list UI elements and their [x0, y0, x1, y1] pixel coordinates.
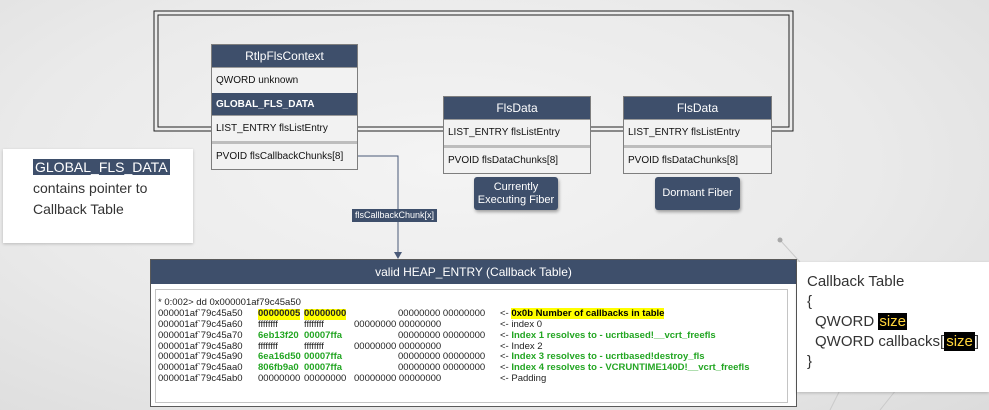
memory-address: 000001af`79c45a80 — [158, 340, 243, 352]
arrow-head — [394, 252, 402, 259]
memory-value: 00000000 — [304, 373, 347, 385]
memory-value: 00007ffa — [304, 329, 343, 341]
memory-value: 00000000 — [258, 373, 301, 385]
current-fiber-text: Currently Executing Fiber — [477, 180, 555, 206]
fls-data-dormant-title: FlsData — [624, 97, 771, 119]
memory-line: 000001af`79c45ab0 00000000 00000000 0000… — [158, 373, 787, 385]
field-fls-list-entry: LIST_ENTRY flsListEntry — [212, 115, 357, 141]
size-highlight: size — [944, 332, 975, 351]
field-fls-data-chunks: PVOID flsDataChunks[8] — [444, 145, 590, 173]
memory-value: 00000000 00000000 — [354, 373, 442, 385]
heap-entry-title: valid HEAP_ENTRY (Callback Table) — [151, 260, 796, 284]
field-type: QWORD callbacks[ — [815, 333, 945, 350]
field-fls-data-chunks: PVOID flsDataChunks[8] — [624, 145, 771, 173]
currently-executing-fiber-label: Currently Executing Fiber — [474, 177, 558, 210]
global-fls-data-note: GLOBAL_FLS_DATA contains pointer to Call… — [3, 149, 193, 243]
memory-value-count: 00000005 — [258, 307, 301, 320]
memory-comment: <- index 0 — [500, 318, 542, 330]
memory-comment: <- Index 2 — [500, 340, 543, 352]
field-global-fls-data: GLOBAL_FLS_DATA — [212, 93, 357, 115]
memory-value: ffffffff — [258, 340, 278, 352]
memory-line: 000001af`79c45a60 ffffffff ffffffff 0000… — [158, 318, 787, 331]
callback-chunk-arrow — [357, 155, 399, 253]
memory-address: 000001af`79c45a70 — [158, 329, 243, 341]
memory-value: 00000000 00000000 — [354, 340, 442, 352]
memory-line: 000001af`79c45a90 6ea16d50 00007ffa 0000… — [158, 352, 787, 363]
memory-value: 00000000 00000000 — [398, 329, 486, 341]
open-brace: { — [807, 293, 813, 310]
field-fls-callback-chunks: PVOID flsCallbackChunks[8] — [212, 141, 357, 169]
field-type: QWORD — [815, 313, 879, 330]
close-brace: } — [807, 353, 813, 370]
memory-value: 806fb9a0 — [258, 362, 299, 374]
note-highlight: GLOBAL_FLS_DATA — [33, 159, 170, 175]
memory-value: 00007ffa — [304, 362, 343, 374]
debugger-command: * 0:002> dd 0x000001af79c45a50 — [158, 297, 301, 308]
memory-address: 000001af`79c45a90 — [158, 351, 243, 363]
dormant-fiber-text: Dormant Fiber — [662, 187, 733, 199]
callbacks-field-line: QWORD callbacks[size] — [807, 332, 989, 352]
size-field-line: QWORD size — [807, 312, 989, 332]
memory-line: 000001af`79c45a70 6eb13f20 00007ffa 0000… — [158, 329, 787, 342]
memory-value: ffffffff — [258, 318, 278, 330]
memory-comment: <- 0x0b Number of callbacks in table — [500, 307, 665, 319]
callback-table-title: Callback Table — [807, 273, 905, 290]
memory-comment: <- Index 4 resolves to - VCRUNTIME140D!_… — [500, 362, 750, 374]
memory-value: 00000000 — [304, 307, 347, 320]
memory-value: ffffffff — [304, 340, 324, 352]
note-line-2: contains pointer to — [33, 180, 148, 196]
memory-comment: <- Index 3 resolves to - ucrtbased!destr… — [500, 351, 705, 363]
memory-line: 000001af`79c45a80 ffffffff ffffffff 0000… — [158, 340, 787, 353]
fls-data-dormant-struct: FlsData LIST_ENTRY flsListEntry PVOID fl… — [623, 96, 772, 174]
memory-value: 00007ffa — [304, 351, 343, 363]
rtlp-fls-context-title: RtlpFlsContext — [212, 45, 357, 67]
field-fls-list-entry: LIST_ENTRY flsListEntry — [624, 119, 771, 145]
callback-table-note: Callback Table { QWORD size QWORD callba… — [797, 262, 989, 392]
memory-comment: <- Padding — [500, 373, 547, 385]
rtlp-fls-context-struct: RtlpFlsContext QWORD unknown GLOBAL_FLS_… — [211, 44, 358, 170]
memory-value: 00000000 00000000 — [354, 318, 442, 330]
memory-value: 00000000 00000000 — [398, 362, 486, 374]
note-line-3: Callback Table — [33, 201, 124, 217]
memory-value: ffffffff — [304, 318, 324, 330]
fls-callback-chunk-edge-label: flsCallbackChunk[x] — [352, 209, 438, 222]
note-line-1: GLOBAL_FLS_DATA — [33, 157, 193, 178]
heap-entry-panel: valid HEAP_ENTRY (Callback Table) * 0:00… — [150, 259, 797, 407]
fls-data-current-title: FlsData — [444, 97, 590, 119]
field-qword-unknown: QWORD unknown — [212, 67, 357, 93]
fls-data-current-struct: FlsData LIST_ENTRY flsListEntry PVOID fl… — [443, 96, 591, 174]
list-entry-loop — [153, 10, 794, 132]
memory-address: 000001af`79c45a50 — [158, 307, 243, 319]
memory-address: 000001af`79c45ab0 — [158, 373, 243, 385]
memory-line: 000001af`79c45aa0 806fb9a0 00007ffa 0000… — [158, 362, 787, 374]
field-fls-list-entry: LIST_ENTRY flsListEntry — [444, 119, 590, 145]
memory-comment: <- Index 1 resolves to - ucrtbased!__vcr… — [500, 329, 716, 341]
dormant-fiber-label: Dormant Fiber — [655, 177, 740, 210]
memory-line: 000001af`79c45a50 00000005 00000000 0000… — [158, 307, 787, 320]
memory-value: 00000000 00000000 — [398, 307, 486, 319]
memory-value: 6eb13f20 — [258, 329, 299, 341]
size-highlight: size — [878, 313, 908, 330]
field-suffix: ] — [974, 333, 980, 350]
memory-address: 000001af`79c45aa0 — [158, 362, 243, 374]
debugger-output: * 0:002> dd 0x000001af79c45a50 000001af`… — [155, 289, 788, 403]
memory-address: 000001af`79c45a60 — [158, 318, 243, 330]
memory-value: 6ea16d50 — [258, 351, 301, 363]
memory-value: 00000000 00000000 — [398, 351, 486, 363]
